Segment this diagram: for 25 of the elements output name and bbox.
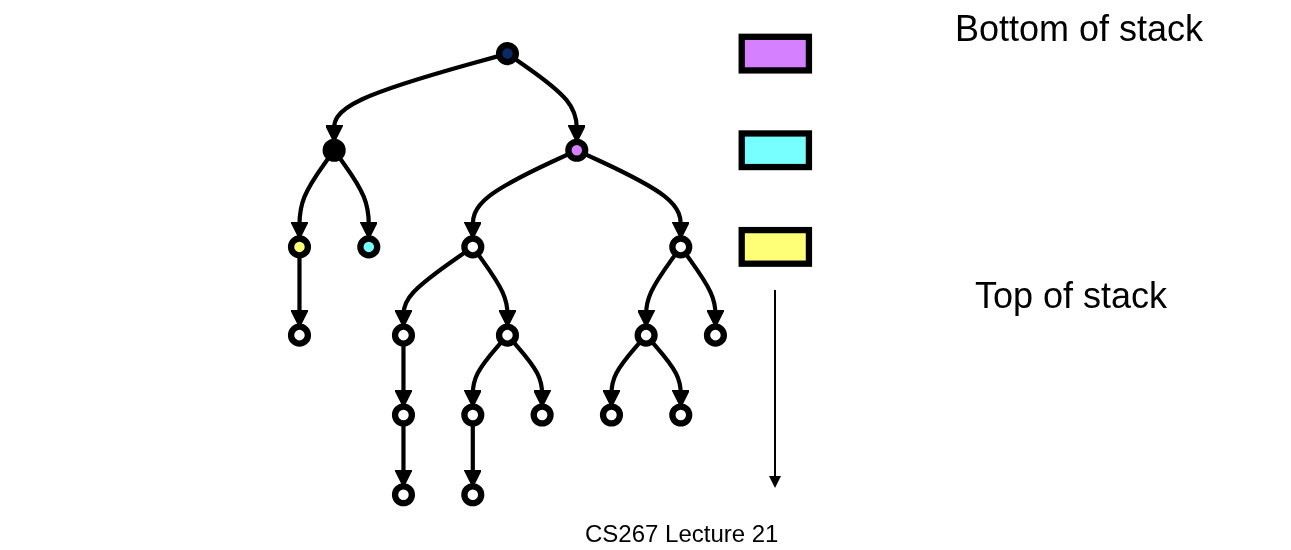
node-circle <box>322 138 346 162</box>
caption: CS267 Lecture 21 <box>585 520 779 548</box>
node-circle <box>391 483 415 507</box>
node-box <box>738 130 813 171</box>
node-circle <box>287 235 312 259</box>
node-circle <box>287 323 312 347</box>
node-circle <box>634 323 658 347</box>
node-circle <box>599 403 623 427</box>
node-circle <box>357 235 381 259</box>
node-circle <box>495 42 519 66</box>
text-label: Top of stack <box>975 275 1168 317</box>
node-circle <box>391 403 415 427</box>
node-circle <box>669 235 693 259</box>
node-circle <box>461 483 485 507</box>
text-label: Bottom of stack <box>955 8 1204 50</box>
node-circle <box>565 138 589 162</box>
node-circle <box>461 403 485 427</box>
node-circle <box>530 403 554 427</box>
node-circle <box>669 403 693 427</box>
node-circle <box>461 235 485 259</box>
node-box <box>738 226 813 267</box>
node-circle <box>391 323 415 347</box>
node-box <box>738 33 813 74</box>
node-circle <box>495 323 519 347</box>
node-circle <box>703 323 727 347</box>
